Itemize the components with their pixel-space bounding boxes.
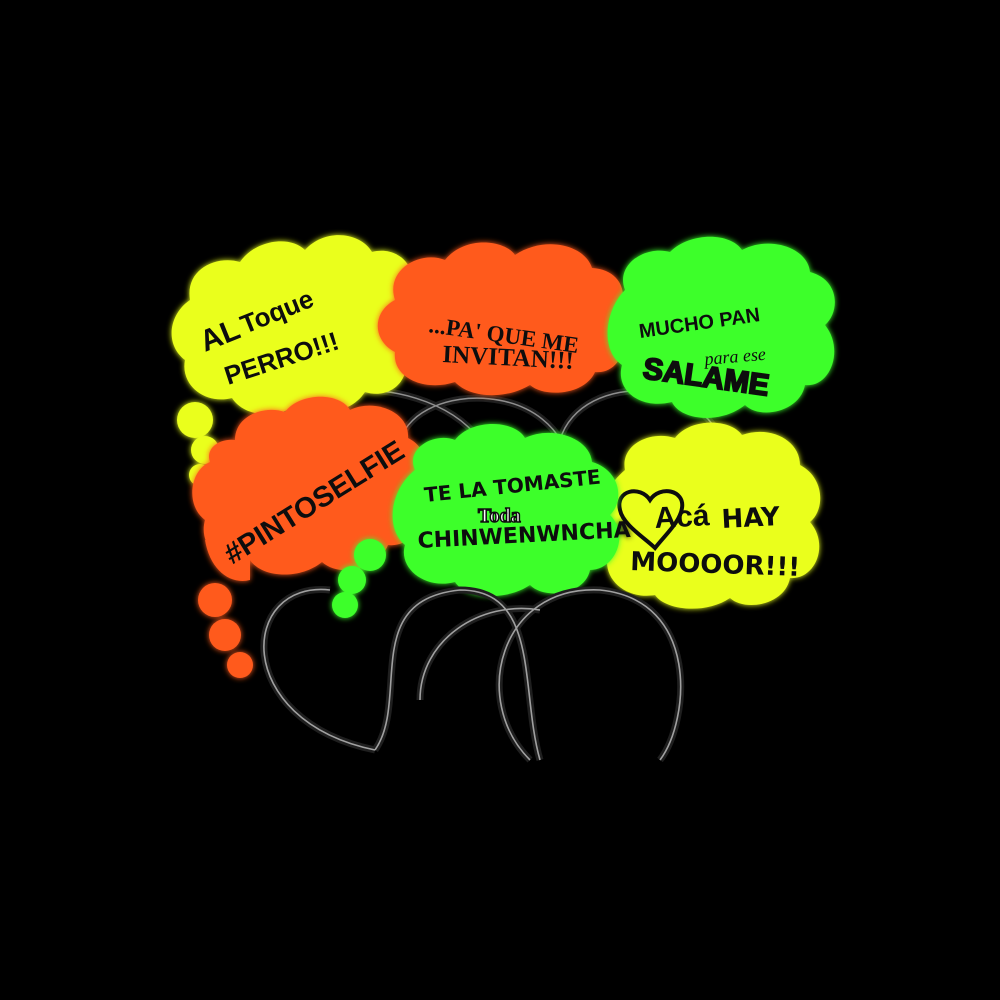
- aca-line1a: Acá: [654, 499, 711, 535]
- aca-line2: MOOOOR!!!: [630, 547, 801, 583]
- sign-tetomaste: TE LA TOMASTE Toda CHINWENWNCHA: [332, 424, 631, 618]
- heart-icon: [617, 489, 685, 552]
- sign-aca: Acá HAY MOOOOR!!!: [597, 422, 821, 609]
- tetomaste-line2: Toda: [478, 505, 521, 527]
- sign-pinto: #PINTOSELFIE: [192, 396, 426, 678]
- aca-line1b: HAY: [721, 502, 782, 535]
- sign-paque: ...PA' QUE ME INVITAN!!!: [377, 242, 625, 396]
- sign-mucho: MUCHO PAN para ese SALAME: [607, 236, 835, 418]
